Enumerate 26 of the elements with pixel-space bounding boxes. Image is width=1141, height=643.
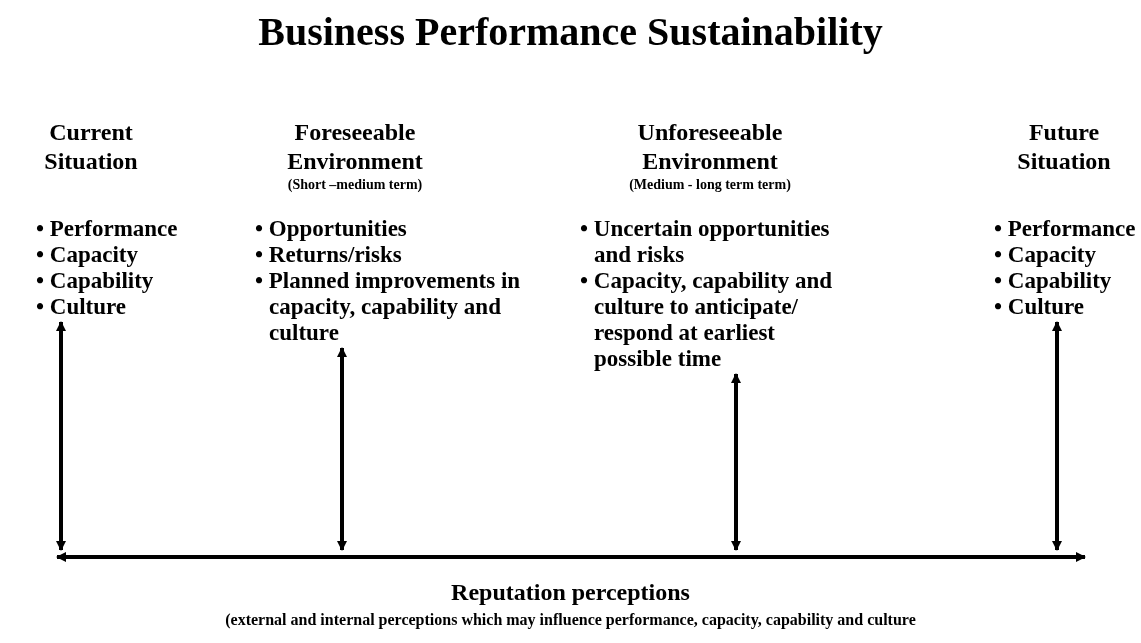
bullet-item: • Capacity: [36, 242, 139, 268]
column-heading: Foreseeable Environment: [286, 118, 424, 176]
column-heading: Current Situation: [43, 118, 139, 176]
caption-heading: Reputation perceptions: [450, 579, 691, 606]
column-heading: Future Situation: [1016, 118, 1112, 176]
bullet-item: • Performance: [36, 216, 179, 242]
bullet-item: • Capability: [994, 268, 1113, 294]
bullet-item: • Planned improvements in capacity, capability and culture: [255, 268, 522, 346]
bullet-item: • Returns/risks: [255, 242, 403, 268]
bullet-item: • Capacity: [994, 242, 1097, 268]
bullet-item: • Opportunities: [255, 216, 408, 242]
double-arrow: [731, 373, 741, 551]
bullet-item: • Uncertain opportunities and risks: [580, 216, 831, 268]
double-arrow: [337, 347, 347, 551]
bullet-item: • Capacity, capability and culture to anticipate/ respond at earliest possible time: [580, 268, 834, 372]
bullet-item: • Culture: [994, 294, 1086, 320]
double-arrow: [1052, 321, 1062, 551]
bullet-item: • Capability: [36, 268, 155, 294]
column-heading: Unforeseeable Environment: [636, 118, 784, 176]
column-subheading: (Medium - long term term): [628, 176, 792, 194]
column-subheading: (Short –medium term): [286, 176, 424, 194]
caption-note: (external and internal perceptions which may influence performance, capacity, capability and culture: [224, 611, 917, 629]
double-arrow: [56, 321, 66, 551]
bullet-item: • Culture: [36, 294, 128, 320]
diagram-title: Business Performance Sustainability: [257, 8, 884, 55]
bullet-item: • Performance: [994, 216, 1137, 242]
